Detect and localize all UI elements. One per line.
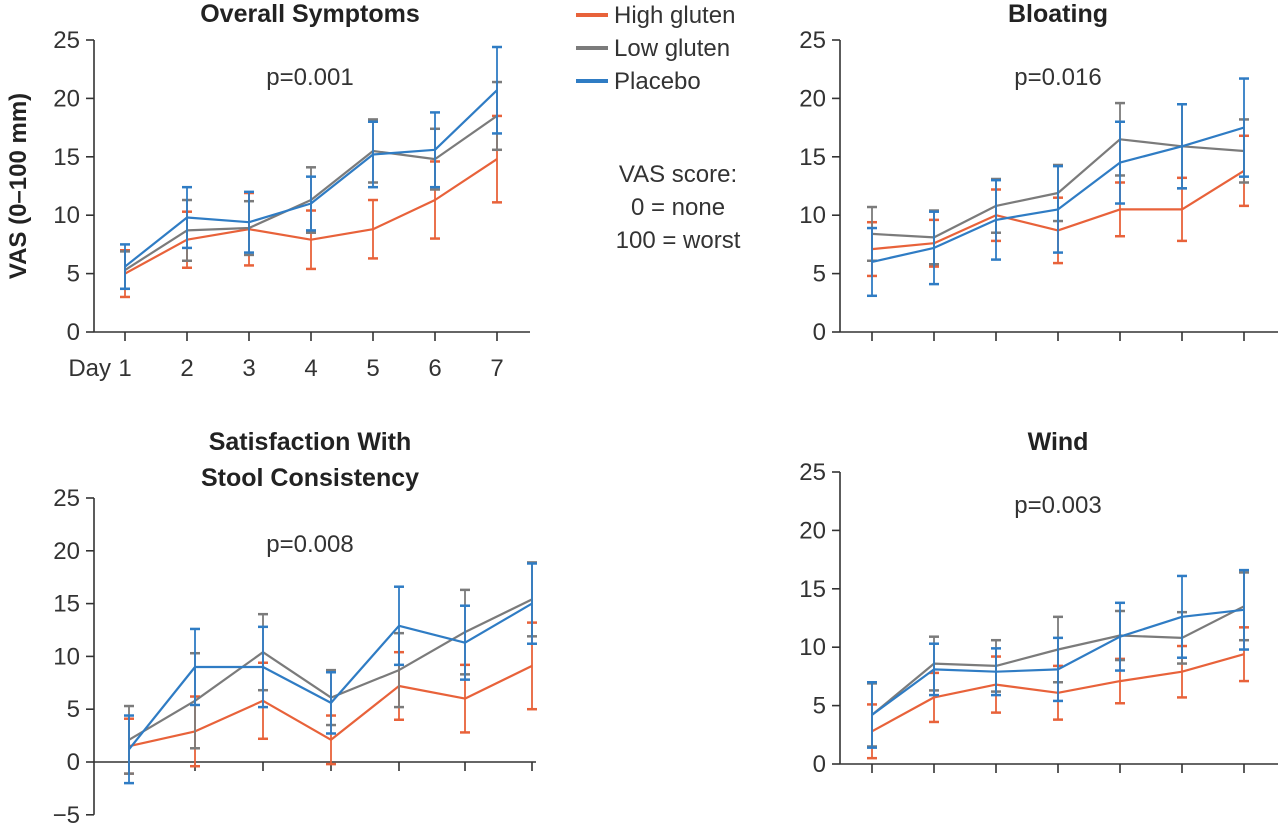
series-line-placebo (128, 602, 533, 750)
y-axis-title: VAS (0–100 mm) (5, 93, 32, 279)
series-line-placebo (871, 608, 1245, 716)
panel-wind: Wind p=0.003 0 5 10 15 20 25 (799, 428, 1278, 778)
legend: High gluten Low gluten Placebo (576, 2, 735, 95)
y-tick-label: −5 (53, 802, 80, 828)
x-tick-label: 3 (242, 355, 255, 382)
y-tick-label: 20 (53, 85, 80, 112)
p-value: p=0.016 (1014, 64, 1101, 91)
y-tick-label: 20 (799, 85, 826, 112)
panel-bloating: Bloating p=0.016 0 5 10 15 20 25 (799, 0, 1278, 346)
panel-overall-symptoms: Overall Symptoms p=0.001 0 5 10 15 20 25 1 2 3 4 5 6 7… (53, 0, 530, 382)
y-tick-label: 25 (799, 27, 826, 54)
y-tick-label: 25 (53, 485, 80, 512)
series-placebo (867, 568, 1249, 749)
x-tick-label: 6 (428, 355, 441, 382)
y-tick-label: 15 (53, 144, 80, 171)
vas-note-line-2: 0 = none (631, 194, 725, 221)
y-tick-label: 5 (813, 693, 826, 720)
y-tick-label: 15 (799, 576, 826, 603)
chart-title: Satisfaction With (209, 428, 412, 456)
y-tick-label: 15 (53, 591, 80, 618)
legend-label-low-gluten: Low gluten (614, 35, 730, 62)
series-line-placebo (124, 89, 498, 268)
chart-title: Wind (1028, 428, 1089, 456)
y-tick-label: 0 (813, 751, 826, 778)
y-tick-label: 20 (53, 538, 80, 565)
legend-label-high-gluten: High gluten (614, 2, 735, 29)
x-tick-label: 2 (180, 355, 193, 382)
y-tick-label: 0 (813, 319, 826, 346)
y-tick-label: 20 (799, 517, 826, 544)
chart-title: Overall Symptoms (200, 0, 420, 28)
y-tick-label: 0 (67, 319, 80, 346)
legend-label-placebo: Placebo (614, 68, 701, 95)
chart-title: Bloating (1008, 0, 1108, 28)
y-tick-label: 10 (53, 643, 80, 670)
vas-note-line-3: 100 = worst (616, 227, 741, 254)
p-value: p=0.008 (266, 531, 353, 558)
x-tick-label: 4 (304, 355, 317, 382)
y-tick-label: 5 (813, 261, 826, 288)
vas-note: VAS score: 0 = none 100 = worst (616, 161, 741, 254)
series-line-placebo (871, 126, 1245, 263)
chart-title: Stool Consistency (201, 464, 419, 492)
y-tick-label: 0 (67, 749, 80, 776)
series-placebo (120, 45, 502, 291)
vas-note-line-1: VAS score: (619, 161, 737, 188)
y-tick-label: 25 (53, 27, 80, 54)
y-tick-label: 5 (67, 696, 80, 723)
series-placebo (867, 77, 1249, 298)
y-tick-label: 10 (799, 634, 826, 661)
series-placebo (124, 562, 537, 785)
x-tick-label: 1 (118, 355, 131, 382)
y-tick-label: 15 (799, 144, 826, 171)
y-tick-label: 25 (799, 459, 826, 486)
x-tick-label: 5 (366, 355, 379, 382)
p-value: p=0.001 (266, 64, 353, 91)
x-tick-label: 7 (490, 355, 503, 382)
y-tick-label: 5 (67, 261, 80, 288)
p-value: p=0.003 (1014, 492, 1101, 519)
y-tick-label: 10 (799, 202, 826, 229)
x-axis-prefix: Day (68, 355, 111, 382)
y-tick-label: 10 (53, 202, 80, 229)
